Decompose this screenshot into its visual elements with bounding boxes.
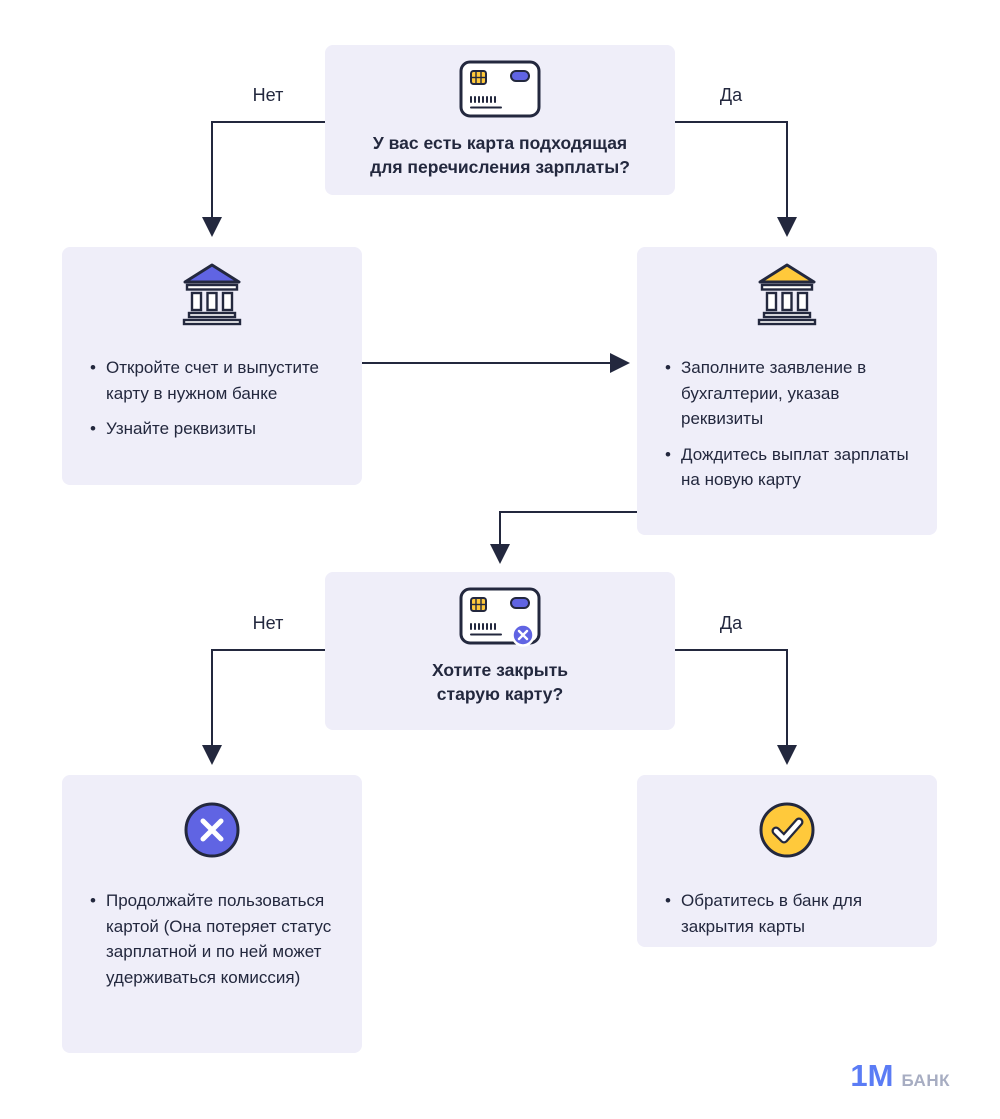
check-circle-icon [758, 801, 816, 864]
question-text-card-suitable: У вас есть карта подходящая для перечисл… [370, 133, 630, 177]
open-account-list: Откройте счет и выпустите карту в нужном… [62, 355, 362, 452]
bank-building-icon-blue [180, 262, 244, 331]
list-item: Заполните заявление в бухгалтерии, указа… [665, 355, 911, 432]
bank-logo-mark: 1M [850, 1058, 894, 1093]
branch-box-open-account: Откройте счет и выпустите карту в нужном… [62, 247, 362, 485]
fill-application-list: Заполните заявление в бухгалтерии, указа… [637, 355, 937, 503]
list-item: Дождитесь выплат зарплаты на новую карту [665, 442, 911, 493]
bank-building-icon-yellow [755, 262, 819, 331]
question-text-close-old-card: Хотите закрыть старую карту? [431, 660, 569, 704]
bank-logo: 1M БАНК [850, 1058, 950, 1094]
keep-card-list: Продолжайте пользоваться картой (Она пот… [62, 888, 362, 1000]
branch-label-yes-2: Да [719, 613, 743, 633]
close-card-list: Обратитесь в банк для закрытия карты [637, 888, 937, 949]
cross-circle-icon [183, 801, 241, 864]
list-item: Узнайте реквизиты [90, 416, 336, 442]
question-box-close-old-card: Хотите закрыть старую карту? [325, 572, 675, 730]
connector-no-1 [202, 121, 325, 237]
question-box-card-suitable: У вас есть карта подходящая для перечисл… [325, 45, 675, 195]
list-item: Обратитесь в банк для закрытия карты [665, 888, 911, 939]
branch-box-close-card: Обратитесь в банк для закрытия карты [637, 775, 937, 947]
connector-no-2 [202, 649, 325, 765]
credit-card-icon [459, 60, 541, 123]
credit-card-close-icon [459, 587, 541, 654]
branch-label-no-1: Нет [252, 85, 284, 105]
branch-box-keep-card: Продолжайте пользоваться картой (Она пот… [62, 775, 362, 1053]
branch-label-yes-1: Да [719, 85, 743, 105]
list-item: Откройте счет и выпустите карту в нужном… [90, 355, 336, 406]
bank-logo-text: БАНК [901, 1071, 950, 1090]
connector-yes-1 [675, 121, 797, 237]
connector-yes-2 [675, 649, 797, 765]
branch-label-no-2: Нет [252, 613, 284, 633]
connector-fill-to-q2 [490, 511, 637, 564]
branch-box-fill-application: Заполните заявление в бухгалтерии, указа… [637, 247, 937, 535]
list-item: Продолжайте пользоваться картой (Она пот… [90, 888, 336, 990]
